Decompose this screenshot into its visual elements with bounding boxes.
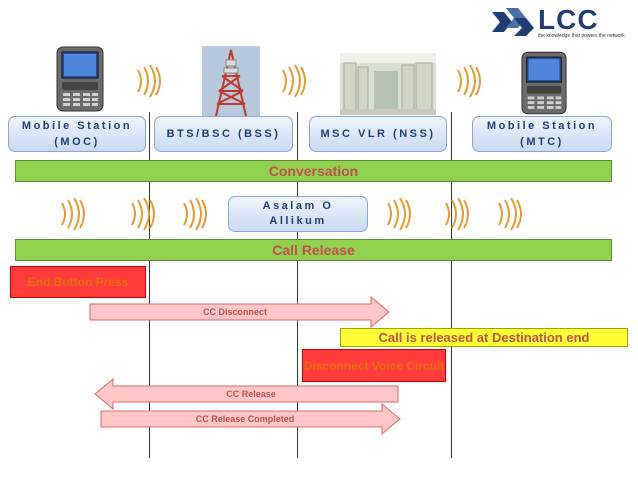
mobile-phone-mtc-icon [521, 51, 567, 115]
node-bss: BTS/BSC (BSS) [154, 116, 293, 152]
cc-release-arrow [94, 378, 399, 410]
destination-release-box: Call is released at Destination end [340, 328, 628, 347]
message-line1: Asalam O [262, 200, 334, 212]
lifeline-nss [451, 112, 452, 458]
node-moc: Mobile Station (MOC) [8, 116, 146, 152]
radio-wave-icon [137, 64, 161, 98]
lifeline-bss [297, 112, 298, 458]
logo-name: LCC [538, 4, 599, 35]
cc-disconnect-arrow [89, 296, 390, 328]
node-moc-line2: (MOC) [54, 136, 100, 148]
node-nss: MSC VLR (NSS) [309, 116, 447, 152]
server-room-icon [340, 53, 436, 115]
cc-release-completed-arrow [100, 403, 401, 435]
lcc-logo: LCC the knowledge that powers the networ… [490, 4, 630, 40]
mobile-phone-moc-icon [56, 46, 104, 112]
node-mtc: Mobile Station (MTC) [472, 116, 612, 152]
node-mtc-line2: (MTC) [520, 136, 564, 148]
radio-wave-icon [61, 197, 85, 231]
end-button-press-box: End Button Press [10, 266, 146, 298]
radio-wave-icon [498, 197, 522, 231]
node-nss-label: MSC VLR (NSS) [320, 128, 436, 140]
lifeline-moc [149, 112, 150, 458]
call-release-bar: Call Release [15, 239, 612, 261]
disconnect-voice-circuit-box: Disconnect Voice Circuit [302, 349, 446, 382]
cc-release-label: CC Release [226, 389, 276, 399]
cc-release-completed-label: CC Release Completed [195, 414, 295, 424]
cc-disconnect-label: CC Disconnect [202, 307, 267, 317]
conversation-bar: Conversation [15, 160, 612, 182]
node-mtc-line1: Mobile Station [486, 120, 598, 132]
radio-wave-icon [445, 197, 469, 231]
message-line2: Allikum [269, 215, 327, 227]
radio-wave-icon [387, 197, 411, 231]
radio-wave-icon [183, 197, 207, 231]
lcc-logo-icon [492, 8, 534, 36]
radio-wave-icon [282, 64, 306, 98]
cell-tower-icon [202, 46, 260, 116]
radio-wave-icon [131, 197, 155, 231]
node-moc-line1: Mobile Station [21, 120, 133, 132]
logo-tagline: the knowledge that powers the network [538, 33, 625, 39]
message-box: Asalam O Allikum [228, 196, 368, 232]
node-bss-label: BTS/BSC (BSS) [166, 128, 281, 140]
radio-wave-icon [457, 64, 481, 98]
